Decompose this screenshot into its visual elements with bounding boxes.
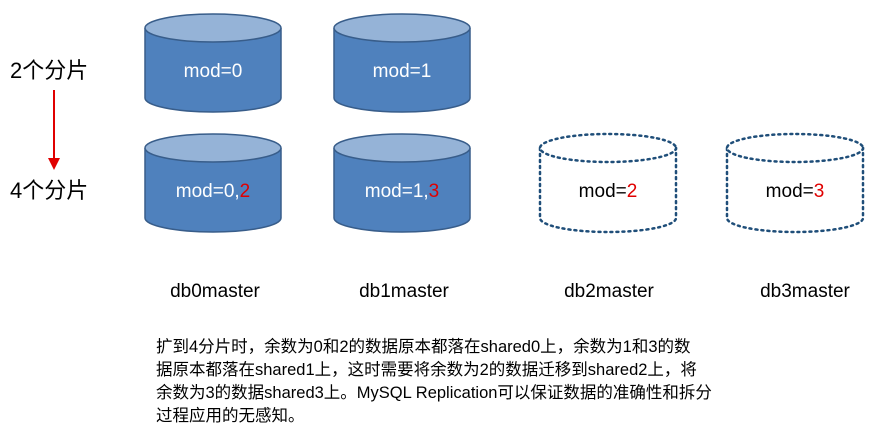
shard-mod-label: mod=0 (184, 61, 243, 82)
migrated-mod-value: 2 (240, 181, 251, 202)
migrated-mod-value: 2 (627, 181, 638, 202)
cylinder-db3-4shards: mod=3 (725, 132, 865, 234)
two-shards-label: 2个分片 (10, 58, 89, 83)
shard-mod-label: mod=1,3 (365, 181, 440, 202)
explanation-line: 据原本都落在shared1上，这时需要将余数为2的数据迁移到shared2上，将 (156, 361, 697, 379)
cylinder-db2-4shards: mod=2 (538, 132, 678, 234)
explanation-text: 扩到4分片时，余数为0和2的数据原本都落在shared0上，余数为1和3的数 据… (156, 336, 846, 428)
db3-label: db3master (760, 281, 850, 302)
db2-label: db2master (564, 281, 654, 302)
shard-mod-label: mod=0,2 (176, 181, 251, 202)
explanation-line: 过程应用的无感知。 (156, 407, 305, 425)
cylinder-db0-4shards: mod=0,2 (144, 133, 282, 233)
shard-mod-label: mod=3 (766, 181, 825, 202)
cylinder-db0-2shards: mod=0 (144, 13, 282, 113)
explanation-line: 余数为3的数据shared3上。MySQL Replication可以保证数据的… (156, 384, 712, 402)
db1-label: db1master (359, 281, 449, 302)
db0-label: db0master (170, 281, 260, 302)
cylinder-db1-2shards: mod=1 (333, 13, 471, 113)
shard-mod-label: mod=2 (579, 181, 638, 202)
explanation-line: 扩到4分片时，余数为0和2的数据原本都落在shared0上，余数为1和3的数 (156, 338, 691, 356)
shard-mod-label: mod=1 (373, 61, 432, 82)
four-shards-label: 4个分片 (10, 178, 89, 203)
migrated-mod-value: 3 (429, 181, 440, 202)
migrated-mod-value: 3 (814, 181, 825, 202)
cylinder-db1-4shards: mod=1,3 (333, 133, 471, 233)
scale-out-arrow (48, 90, 60, 170)
